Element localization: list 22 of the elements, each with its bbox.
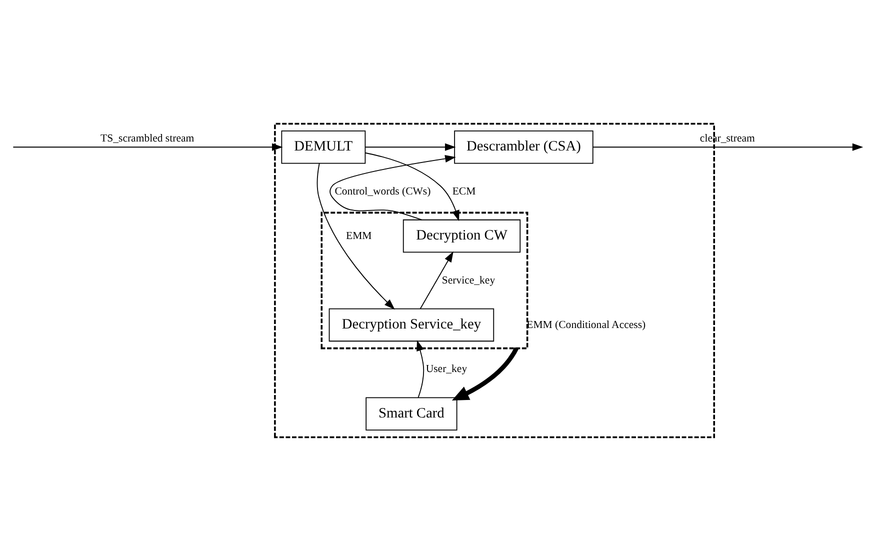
arrow: [364, 152, 460, 221]
node-box: Smart Card: [366, 396, 458, 430]
edge-label: ECM: [452, 184, 476, 197]
arrow: [592, 142, 864, 150]
edge-label: Control_words (CWs): [334, 184, 431, 197]
edge-label: EMM (Conditional Access): [526, 318, 646, 330]
arrow: [364, 142, 456, 150]
node-box: Decryption CW: [402, 218, 521, 252]
node-box: Decryption Service_key: [328, 308, 494, 342]
arrow: [452, 346, 518, 400]
edge-label: TS_scrambled stream: [100, 132, 194, 144]
arrow: [416, 340, 424, 398]
edge-label: Service_key: [442, 274, 496, 286]
cluster: [320, 211, 528, 349]
arrow: [12, 142, 283, 150]
arrow: [316, 162, 395, 310]
edge-label: User_key: [426, 362, 468, 375]
node-box: Descrambler (CSA): [454, 130, 594, 164]
arrow: [420, 250, 454, 309]
node-box: DEMULT: [281, 130, 366, 164]
edge-label: EMM: [346, 229, 372, 242]
edge-label: clear_stream: [700, 132, 755, 144]
